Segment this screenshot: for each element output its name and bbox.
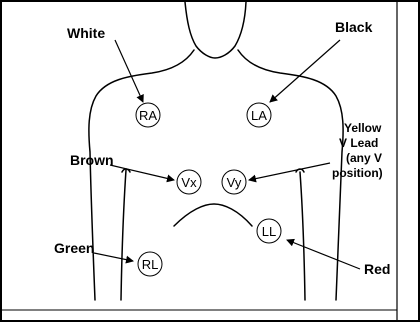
- green-label: Green: [54, 240, 94, 256]
- electrode-vx: Vx: [177, 170, 201, 194]
- position-label: position): [332, 166, 383, 180]
- electrode-vx-label: Vx: [181, 175, 197, 190]
- white-label: White: [67, 25, 105, 41]
- v-lead-label: V Lead: [339, 136, 378, 150]
- electrode-la-label: LA: [251, 108, 267, 123]
- electrode-ll: LL: [257, 219, 281, 243]
- any-v-label: (any V: [346, 151, 382, 165]
- electrode-rl-label: RL: [142, 257, 159, 272]
- black-label: Black: [335, 19, 373, 35]
- brown-label: Brown: [70, 152, 114, 168]
- red-label: Red: [364, 261, 390, 277]
- electrode-rl: RL: [138, 252, 162, 276]
- electrode-vy: Vy: [222, 170, 246, 194]
- electrode-ra-label: RA: [139, 108, 157, 123]
- electrode-ra: RA: [136, 103, 160, 127]
- electrode-vy-label: Vy: [227, 175, 242, 190]
- electrode-ll-label: LL: [262, 224, 276, 239]
- electrode-la: LA: [247, 103, 271, 127]
- yellow-label: Yellow: [344, 121, 382, 135]
